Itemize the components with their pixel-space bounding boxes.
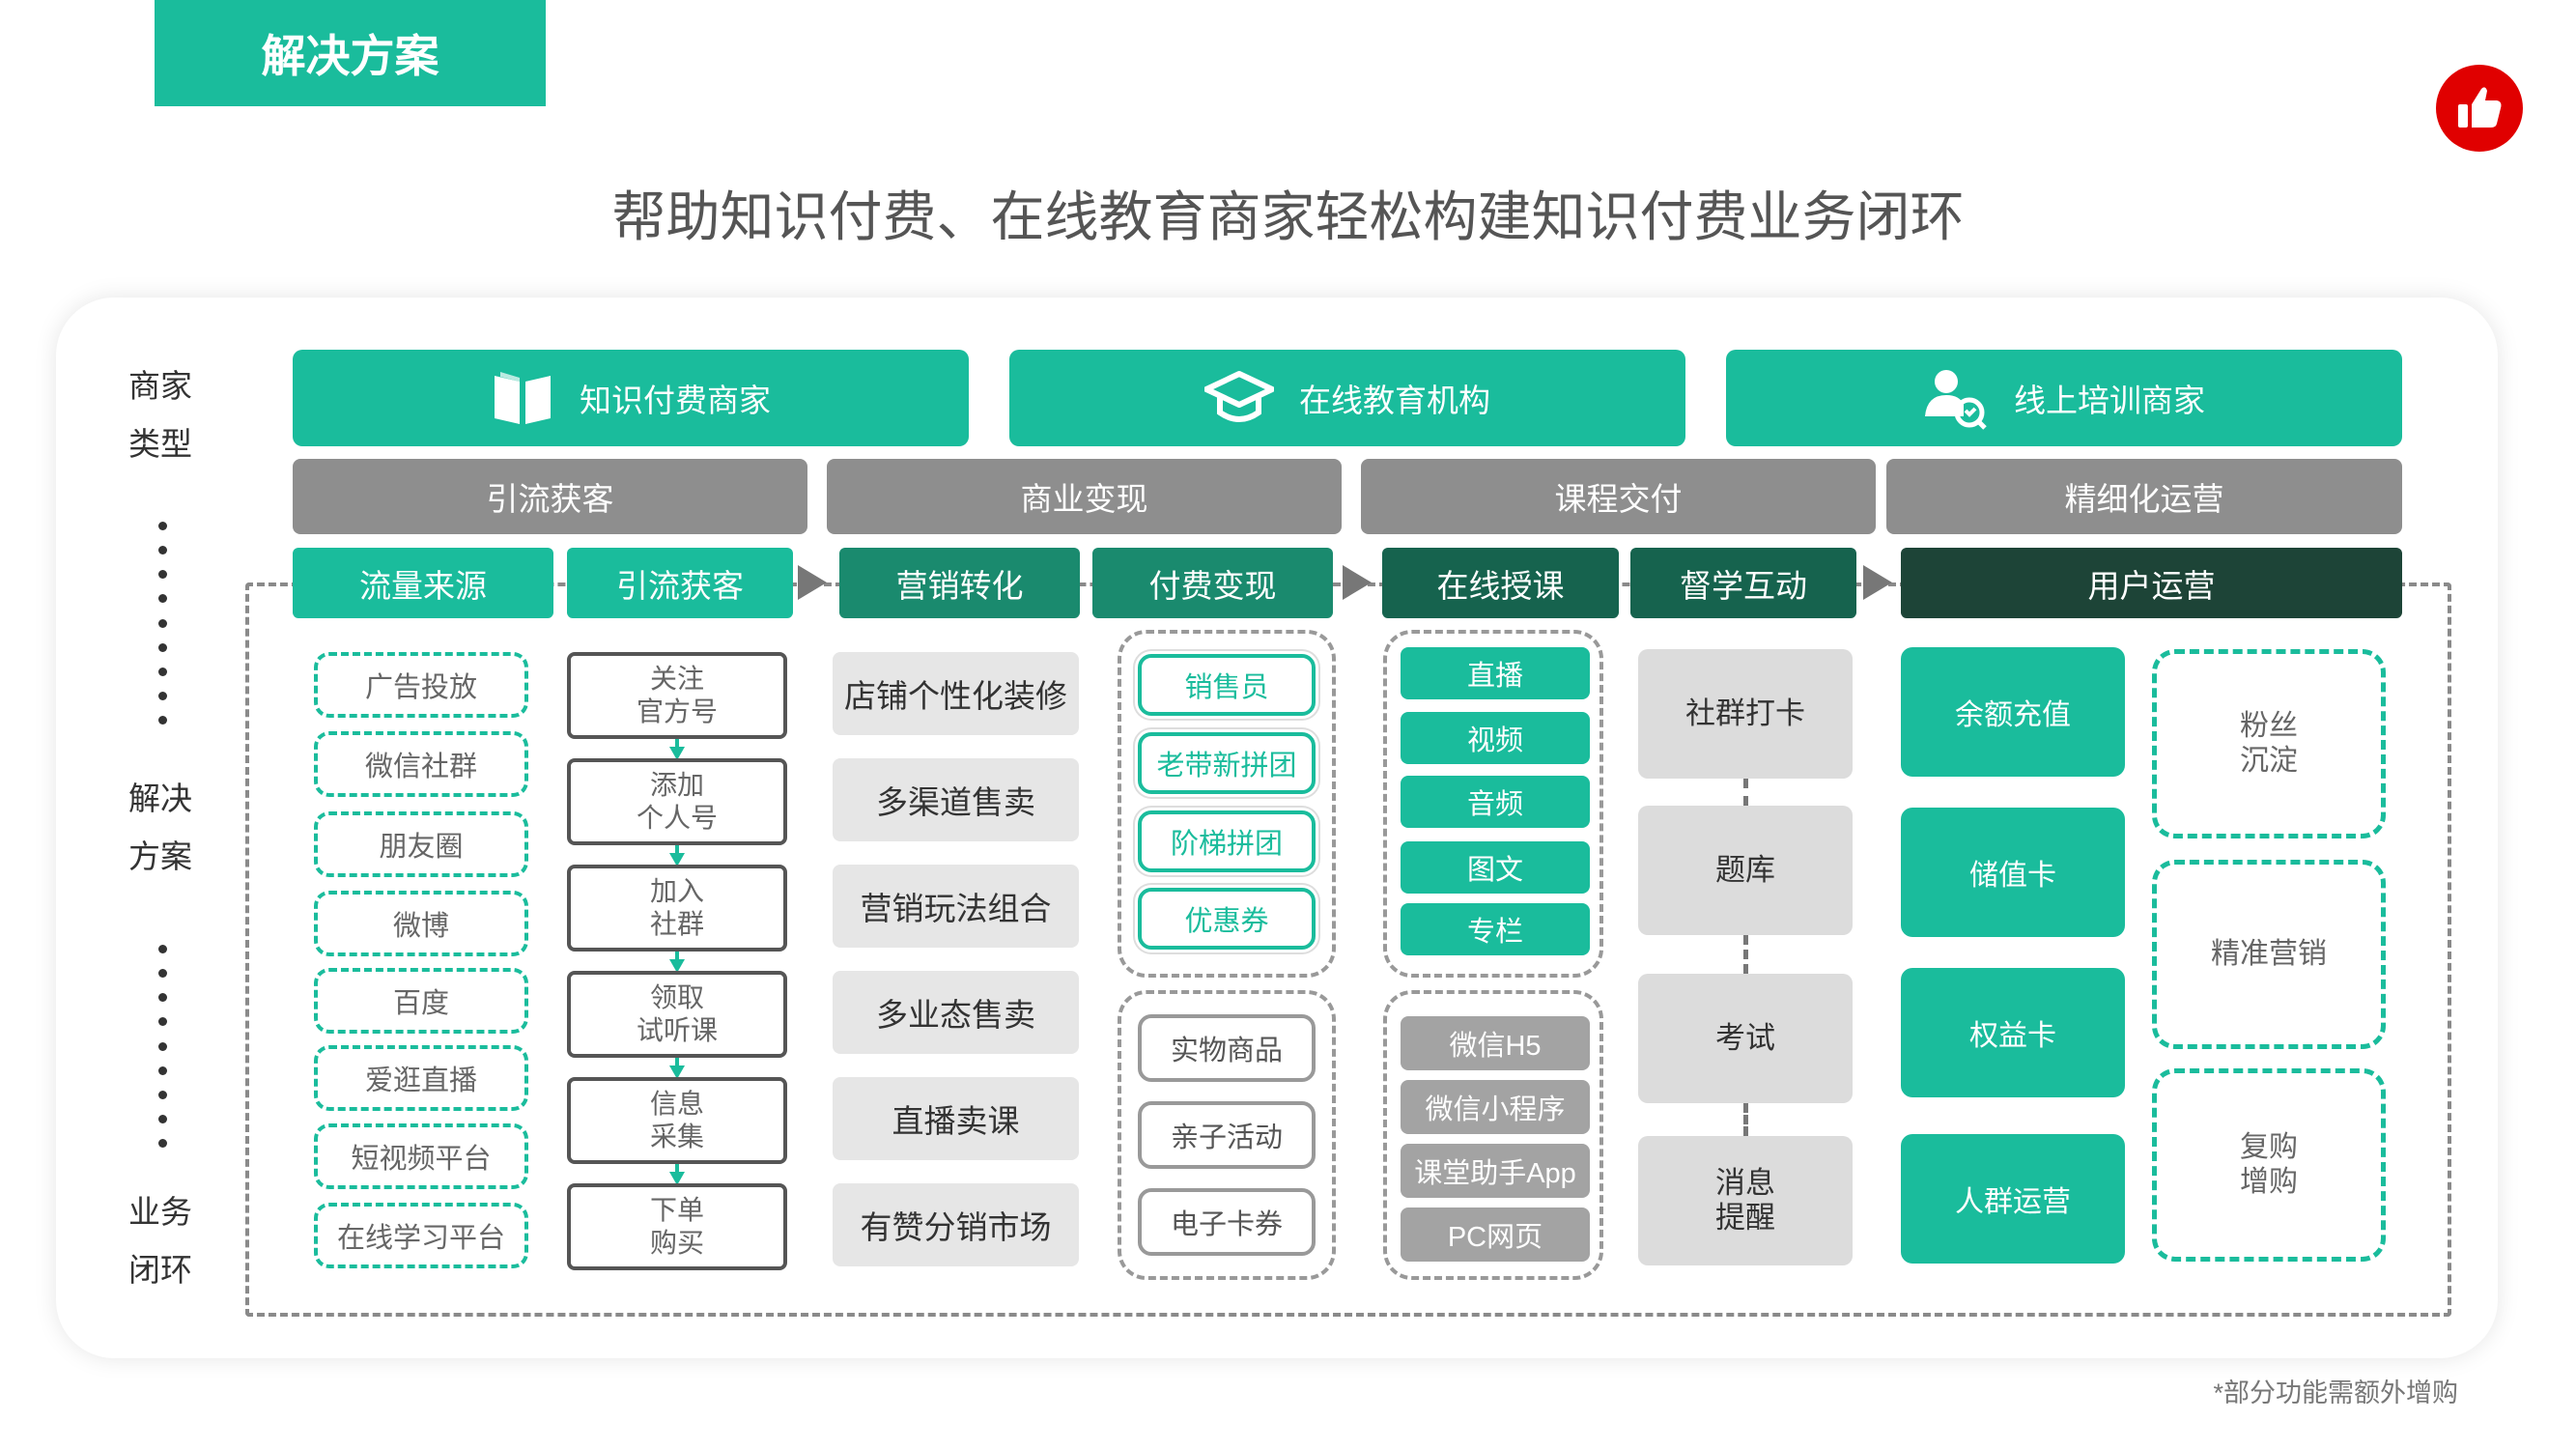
stage-refined-operation: 精细化运营 — [1886, 459, 2402, 534]
teaching-platform-item: PC网页 — [1401, 1208, 1590, 1262]
side-label-merchant-type: 商家类型 — [128, 368, 192, 462]
step-user-operation: 用户运营 — [1901, 548, 2402, 618]
step-paid-monetization: 付费变现 — [1092, 548, 1333, 618]
step-arrow — [798, 565, 827, 600]
merchant-knowledge-pay: 知识付费商家 — [293, 350, 969, 446]
side-label-solution: 解决方案 — [128, 781, 192, 874]
acquisition-step: 添加个人号 — [567, 758, 787, 845]
down-arrow — [669, 1172, 685, 1185]
step-traffic-source: 流量来源 — [293, 548, 553, 618]
teaching-format-item: 图文 — [1401, 841, 1590, 894]
traffic-source-item: 短视频平台 — [314, 1123, 528, 1189]
connector-line — [1743, 1103, 1748, 1136]
down-arrow — [669, 747, 685, 760]
down-arrow — [669, 853, 685, 867]
monetization-item: 销售员 — [1138, 654, 1316, 716]
trainer-icon — [1925, 370, 1987, 430]
monetization-group-marketing-tools — [1118, 630, 1336, 978]
teaching-platform-item: 微信小程序 — [1401, 1080, 1590, 1134]
down-arrow — [669, 1065, 685, 1079]
connector-line — [675, 739, 679, 749]
user-ops-item: 权益卡 — [1901, 968, 2125, 1097]
page-title: 帮助知识付费、在线教育商家轻松构建知识付费业务闭环 — [611, 186, 1965, 247]
traffic-source-item: 微信社群 — [314, 731, 528, 797]
stage-course-delivery: 课程交付 — [1361, 459, 1876, 534]
user-ops-item: 储值卡 — [1901, 808, 2125, 937]
connector-line — [675, 952, 679, 961]
monetization-item: 电子卡券 — [1138, 1188, 1316, 1256]
monetization-item: 优惠券 — [1138, 888, 1316, 950]
marketing-item: 多业态售卖 — [833, 971, 1079, 1054]
supervision-item: 考试 — [1638, 974, 1853, 1103]
graduation-cap-icon — [1204, 371, 1274, 422]
acquisition-step: 信息采集 — [567, 1077, 787, 1164]
down-arrow — [669, 959, 685, 973]
side-label-business-loop: 业务闭环 — [128, 1194, 192, 1288]
acquisition-step: 领取试听课 — [567, 971, 787, 1058]
traffic-source-item: 百度 — [314, 968, 528, 1034]
supervision-item: 社群打卡 — [1638, 649, 1853, 779]
traffic-source-item: 在线学习平台 — [314, 1203, 528, 1268]
step-arrow — [1343, 565, 1372, 600]
footnote: *部分功能需额外增购 — [2213, 1378, 2458, 1407]
traffic-source-item: 广告投放 — [314, 652, 528, 718]
user-ops-goal: 粉丝沉淀 — [2152, 649, 2386, 838]
marketing-item: 店铺个性化装修 — [833, 652, 1079, 735]
step-marketing-conversion: 营销转化 — [839, 548, 1080, 618]
step-arrow — [1863, 565, 1892, 600]
user-ops-item: 人群运营 — [1901, 1134, 2125, 1264]
stage-acquisition: 引流获客 — [293, 459, 807, 534]
teaching-group-content-formats — [1383, 630, 1603, 978]
connector-line — [1743, 779, 1748, 806]
user-ops-goal: 精准营销 — [2152, 860, 2386, 1049]
monetization-item: 老带新拼团 — [1138, 732, 1316, 794]
connector-line — [675, 1058, 679, 1067]
teaching-format-item: 专栏 — [1401, 903, 1590, 955]
connector-line — [675, 1164, 679, 1174]
marketing-item: 营销玩法组合 — [833, 865, 1079, 948]
teaching-group-platforms — [1383, 990, 1603, 1280]
step-acquisition: 引流获客 — [567, 548, 793, 618]
dots-divider — [156, 522, 168, 724]
traffic-source-item: 朋友圈 — [314, 811, 528, 877]
teaching-format-item: 视频 — [1401, 712, 1590, 764]
marketing-item: 多渠道售卖 — [833, 758, 1079, 841]
monetization-group-products — [1118, 990, 1336, 1280]
marketing-item: 有赞分销市场 — [833, 1183, 1079, 1266]
dots-divider — [156, 945, 168, 1148]
monetization-item: 亲子活动 — [1138, 1101, 1316, 1169]
stage-monetization: 商业变现 — [827, 459, 1342, 534]
traffic-source-item: 爱逛直播 — [314, 1045, 528, 1111]
acquisition-step: 下单购买 — [567, 1183, 787, 1270]
connector-line — [1743, 935, 1748, 974]
traffic-source-item: 微博 — [314, 891, 528, 956]
step-supervision: 督学互动 — [1630, 548, 1856, 618]
connector-line — [675, 845, 679, 855]
user-ops-goal: 复购增购 — [2152, 1068, 2386, 1262]
step-online-teaching: 在线授课 — [1382, 548, 1619, 618]
merchant-online-education: 在线教育机构 — [1009, 350, 1685, 446]
monetization-item: 阶梯拼团 — [1138, 810, 1316, 872]
teaching-platform-item: 微信H5 — [1401, 1016, 1590, 1070]
user-ops-item: 余额充值 — [1901, 647, 2125, 777]
thumbs-up-icon — [2458, 87, 2502, 128]
teaching-platform-item: 课堂助手App — [1401, 1144, 1590, 1198]
teaching-format-item: 音频 — [1401, 776, 1590, 828]
teaching-format-item: 直播 — [1401, 647, 1590, 699]
supervision-item: 消息提醒 — [1638, 1136, 1853, 1265]
marketing-item: 直播卖课 — [833, 1077, 1079, 1160]
monetization-item: 实物商品 — [1138, 1014, 1316, 1082]
acquisition-step: 关注官方号 — [567, 652, 787, 739]
book-icon — [495, 372, 551, 424]
section-tag: 解决方案 — [155, 0, 546, 106]
thumbs-up-logo — [2436, 65, 2523, 152]
supervision-item: 题库 — [1638, 806, 1853, 935]
acquisition-step: 加入社群 — [567, 865, 787, 952]
merchant-online-training: 线上培训商家 — [1726, 350, 2402, 446]
